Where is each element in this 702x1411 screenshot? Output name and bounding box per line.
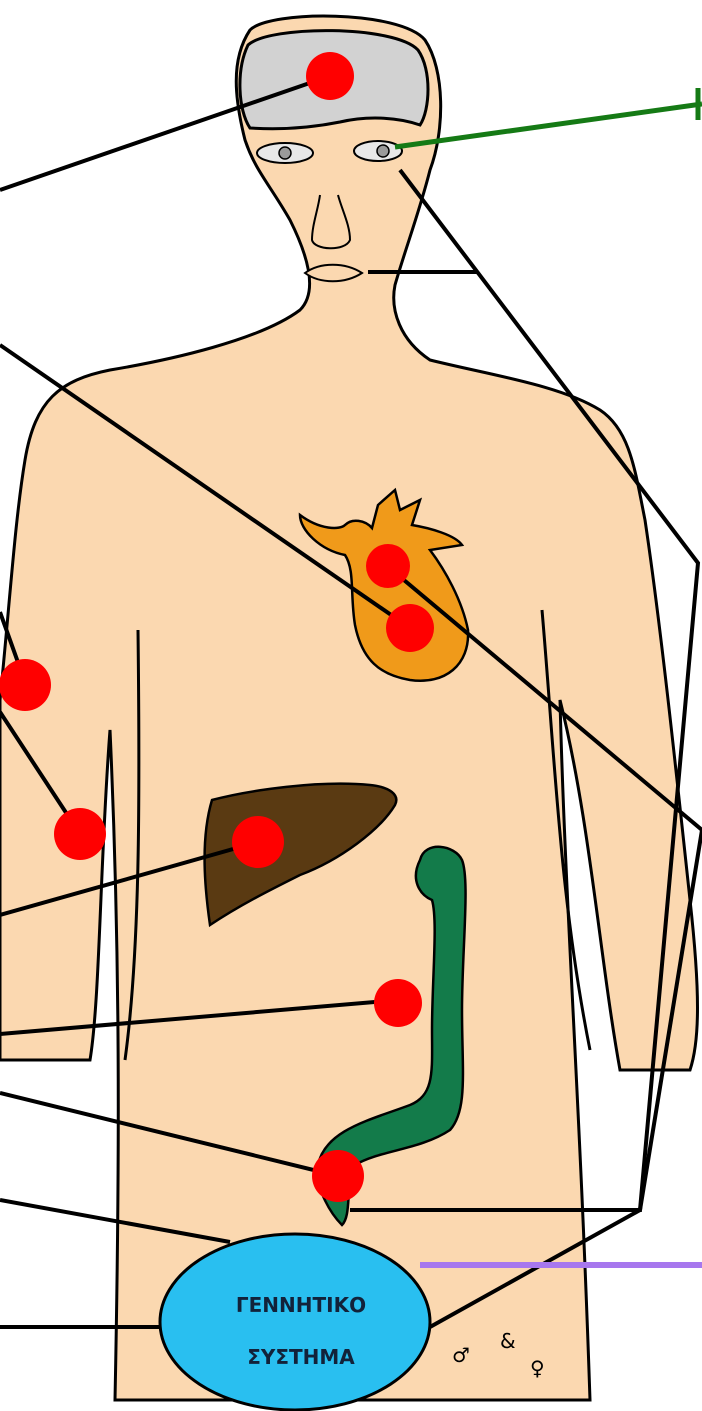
intestine-marker [312, 1150, 364, 1202]
liver-marker [232, 816, 284, 868]
left-eye [354, 141, 402, 161]
right-eye [257, 143, 313, 163]
heart-upper-marker [366, 544, 410, 588]
arm-upper-marker [0, 659, 51, 711]
abdomen-marker [374, 979, 422, 1027]
reproductive-label-line2: ΣΥΣΤΗΜΑ [247, 1345, 355, 1369]
heart-lower-marker [386, 604, 434, 652]
ampersand-symbol: & [500, 1329, 516, 1353]
male-symbol: ♂ [452, 1343, 470, 1367]
brain-marker [306, 52, 354, 100]
reproductive-label-line1: ΓΕΝΝΗΤΙΚΟ [236, 1293, 366, 1317]
arm-lower-marker [54, 808, 106, 860]
female-symbol: ♀ [530, 1356, 545, 1380]
reproductive-system-ellipse [160, 1234, 430, 1410]
